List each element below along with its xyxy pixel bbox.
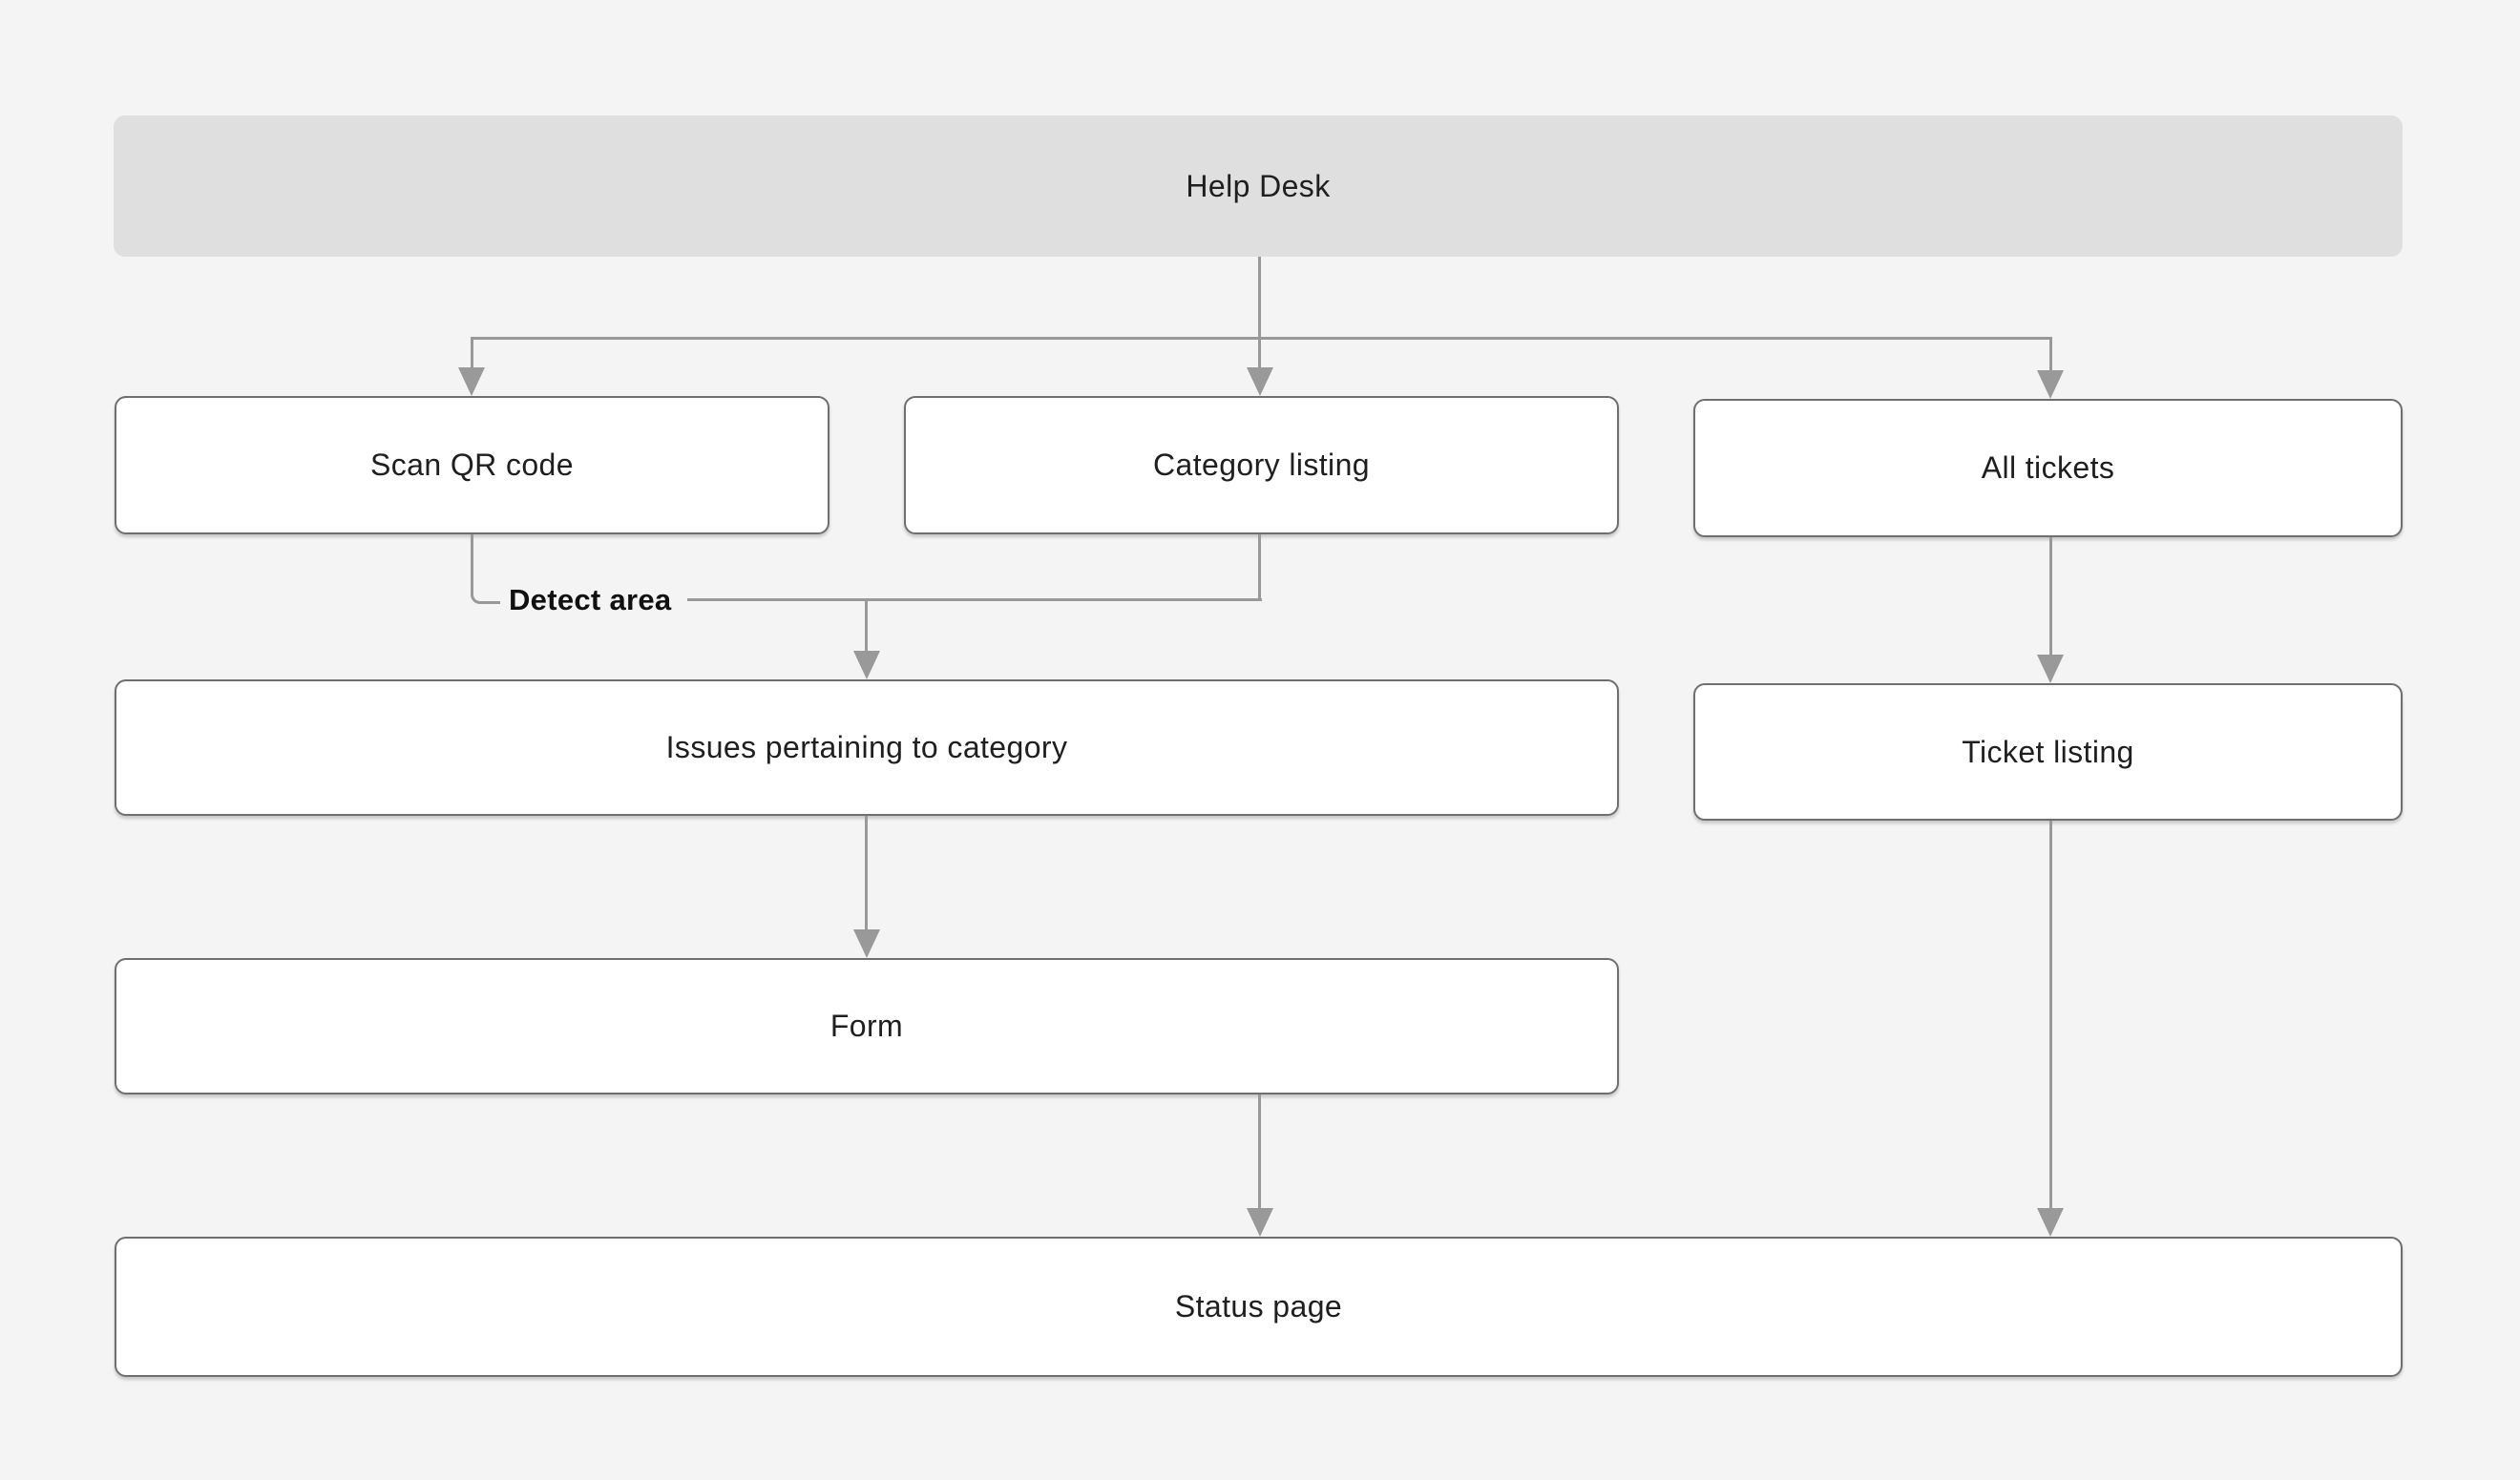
arrowhead-into-all-tickets — [2037, 370, 2064, 399]
node-scan-qr-code: Scan QR code — [115, 396, 830, 534]
arrowhead-into-ticket-listing — [2037, 655, 2064, 683]
node-all-tickets-label: All tickets — [1981, 450, 2115, 485]
node-help-desk: Help Desk — [114, 115, 2403, 257]
edge-branch-to-scan-qr-line — [471, 337, 473, 371]
edge-all-tickets-to-ticket-listing-line — [2049, 537, 2052, 657]
edge-issues-to-form-line — [865, 816, 868, 932]
node-issues-pertaining-to-category: Issues pertaining to category — [115, 679, 1619, 816]
edge-branch-horizontal — [471, 337, 2052, 340]
node-category-listing-label: Category listing — [1153, 448, 1370, 482]
arrowhead-into-form — [853, 929, 880, 958]
arrowhead-into-issues — [853, 651, 880, 679]
arrowhead-into-scan-qr — [458, 367, 485, 396]
edge-detect-horizontal — [687, 598, 1262, 601]
arrowhead-into-category-listing — [1247, 367, 1273, 396]
edge-scan-qr-detect-elbow — [471, 534, 500, 604]
node-help-desk-label: Help Desk — [1186, 168, 1331, 203]
arrowhead-into-status-from-form — [1247, 1208, 1273, 1237]
edge-ticket-listing-to-status-line — [2049, 821, 2052, 1211]
edge-label-detect-area: Detect area — [509, 583, 672, 616]
edge-category-down-line — [1258, 534, 1261, 601]
edge-helpdesk-to-category-line — [1258, 257, 1261, 371]
node-issues-label: Issues pertaining to category — [665, 730, 1068, 764]
node-ticket-listing-label: Ticket listing — [1962, 734, 2134, 769]
node-ticket-listing: Ticket listing — [1693, 683, 2403, 821]
node-category-listing: Category listing — [904, 396, 1619, 534]
edge-detect-to-issues-line — [865, 598, 868, 654]
node-status-page: Status page — [115, 1237, 2403, 1377]
node-scan-qr-code-label: Scan QR code — [370, 448, 574, 482]
edge-branch-to-all-tickets-line — [2049, 337, 2052, 374]
node-form-label: Form — [830, 1009, 904, 1043]
node-all-tickets: All tickets — [1693, 399, 2403, 537]
arrowhead-into-status-from-ticket-listing — [2037, 1208, 2064, 1237]
node-status-page-label: Status page — [1174, 1289, 1343, 1324]
node-form: Form — [115, 958, 1619, 1094]
edge-form-to-status-line — [1258, 1094, 1261, 1211]
